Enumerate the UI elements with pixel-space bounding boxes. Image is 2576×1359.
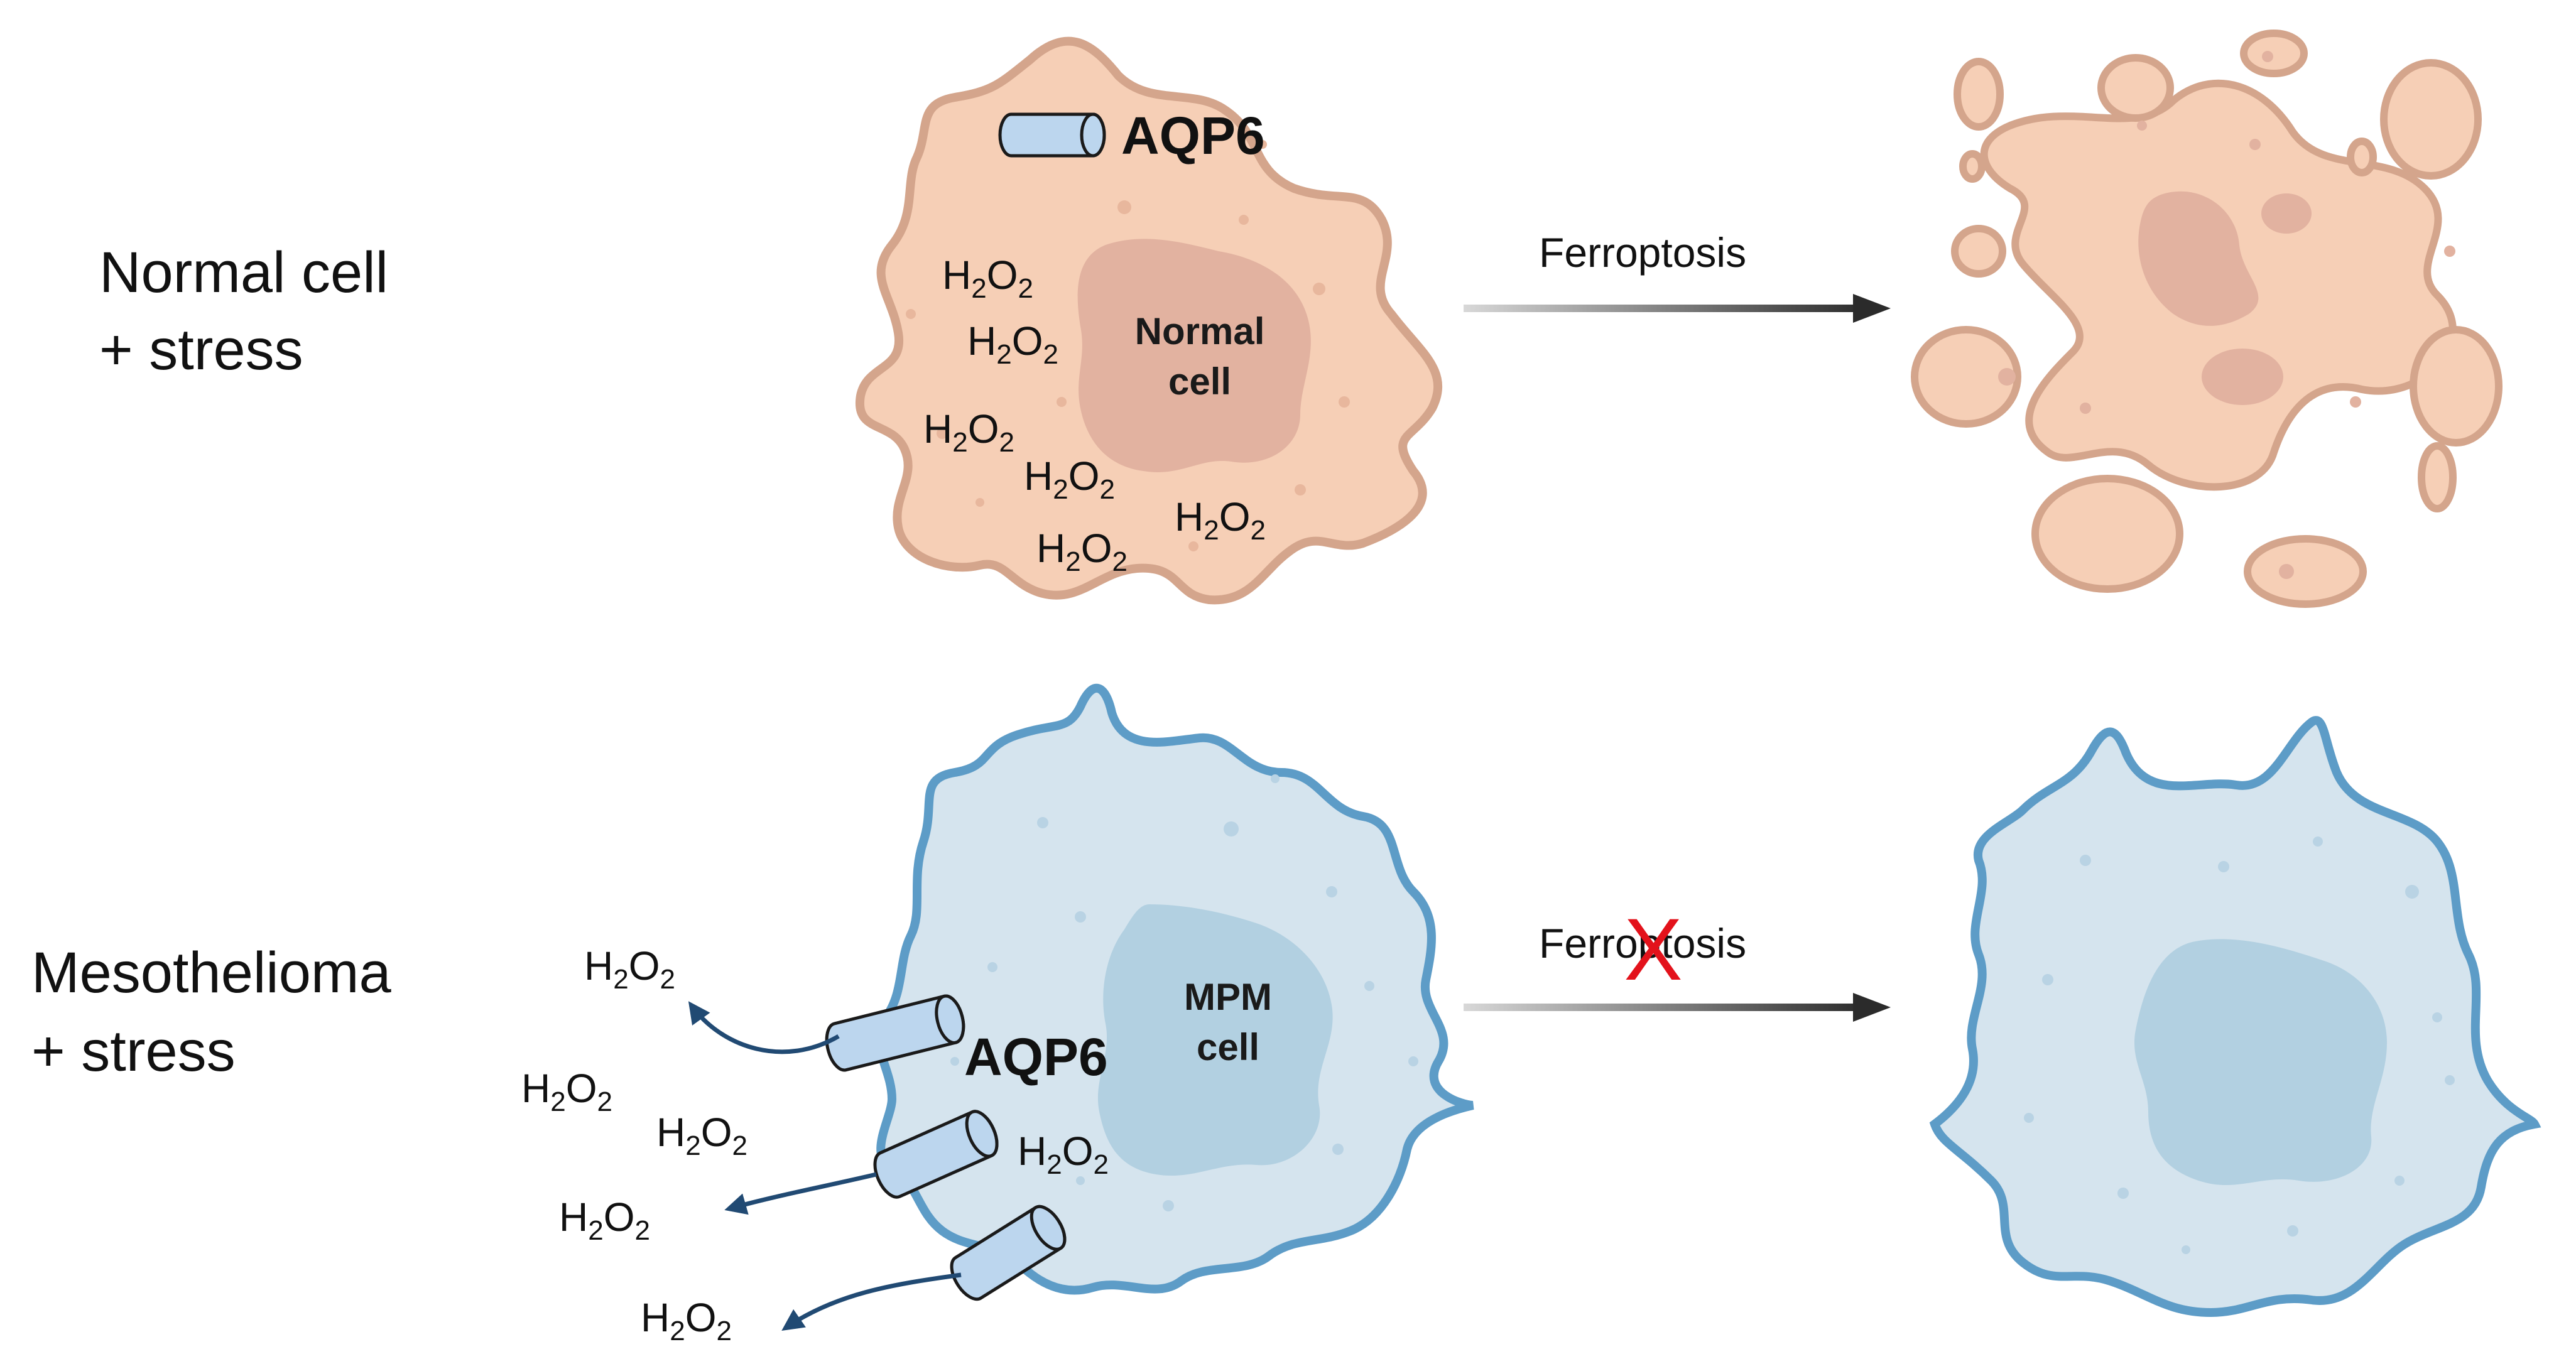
meso-process-label: Ferroptosis bbox=[1539, 920, 1746, 966]
h2o2-label: H2O2 bbox=[1018, 1129, 1109, 1180]
meso-aqp6-channel bbox=[873, 1110, 999, 1199]
meso-h2o2-group: H2O2 H2O2 H2O2 H2O2 H2O2 H2O2 bbox=[521, 943, 1109, 1346]
h2o2-label: H2O2 bbox=[1024, 453, 1115, 505]
normal-nucleus-label-line1: Normal bbox=[1135, 310, 1265, 352]
efflux-arrow bbox=[724, 1172, 877, 1215]
h2o2-label: H2O2 bbox=[641, 1295, 732, 1346]
h2o2-label: H2O2 bbox=[967, 318, 1058, 370]
normal-h2o2-group: H2O2 H2O2 H2O2 H2O2 H2O2 H2O2 bbox=[923, 252, 1266, 577]
surviving-cell-granules bbox=[2024, 837, 2455, 1254]
h2o2-label: H2O2 bbox=[656, 1110, 747, 1161]
normal-nucleus-label-line2: cell bbox=[1168, 360, 1231, 403]
meso-cell-nucleus bbox=[1097, 904, 1333, 1176]
h2o2-label: H2O2 bbox=[559, 1194, 650, 1246]
surviving-cell-nucleus bbox=[2134, 939, 2387, 1186]
meso-row-label-line2: + stress bbox=[31, 1019, 236, 1083]
normal-row-label-line1: Normal cell bbox=[99, 241, 388, 305]
fragmented-nucleus-piece bbox=[2261, 193, 2312, 234]
normal-process-label: Ferroptosis bbox=[1539, 229, 1746, 276]
h2o2-label: H2O2 bbox=[942, 252, 1033, 304]
blocked-x-mark: X bbox=[1624, 900, 1682, 999]
normal-aqp6-channel bbox=[998, 112, 1106, 158]
normal-row-label-line2: + stress bbox=[99, 318, 303, 382]
h2o2-efflux-arrows bbox=[688, 1001, 962, 1331]
normal-cell-nucleus bbox=[1077, 239, 1311, 472]
h2o2-label: H2O2 bbox=[923, 406, 1014, 458]
fragmented-nucleus bbox=[2138, 191, 2259, 326]
meso-nucleus-label-line2: cell bbox=[1197, 1026, 1259, 1068]
efflux-arrow bbox=[688, 1001, 840, 1054]
normal-ferroptosis-arrow bbox=[1464, 294, 1891, 323]
normal-aqp6-label: AQP6 bbox=[1121, 106, 1265, 165]
normal-cell-granules bbox=[906, 133, 1350, 551]
h2o2-label: H2O2 bbox=[1175, 494, 1266, 546]
normal-row: Normal cell + stress Normal cell AQP6 H2… bbox=[99, 30, 2503, 608]
meso-row-label-line1: Mesothelioma bbox=[31, 941, 392, 1005]
meso-nucleus-label-line1: MPM bbox=[1184, 976, 1272, 1018]
meso-aqp6-channel bbox=[950, 1205, 1067, 1301]
h2o2-label: H2O2 bbox=[521, 1066, 612, 1117]
meso-ferroptosis-arrow bbox=[1464, 993, 1891, 1022]
meso-cell-granules bbox=[950, 774, 1418, 1211]
h2o2-label: H2O2 bbox=[1036, 526, 1128, 577]
meso-aqp6-label: AQP6 bbox=[964, 1027, 1108, 1086]
fragmented-nucleus-piece bbox=[2202, 349, 2283, 405]
meso-aqp6-channel bbox=[825, 994, 965, 1072]
fragment-granules bbox=[1998, 51, 2455, 579]
meso-row: Mesothelioma + stress MPM cell AQP6 bbox=[31, 683, 2541, 1346]
efflux-arrow bbox=[781, 1272, 962, 1331]
h2o2-label: H2O2 bbox=[584, 943, 675, 995]
